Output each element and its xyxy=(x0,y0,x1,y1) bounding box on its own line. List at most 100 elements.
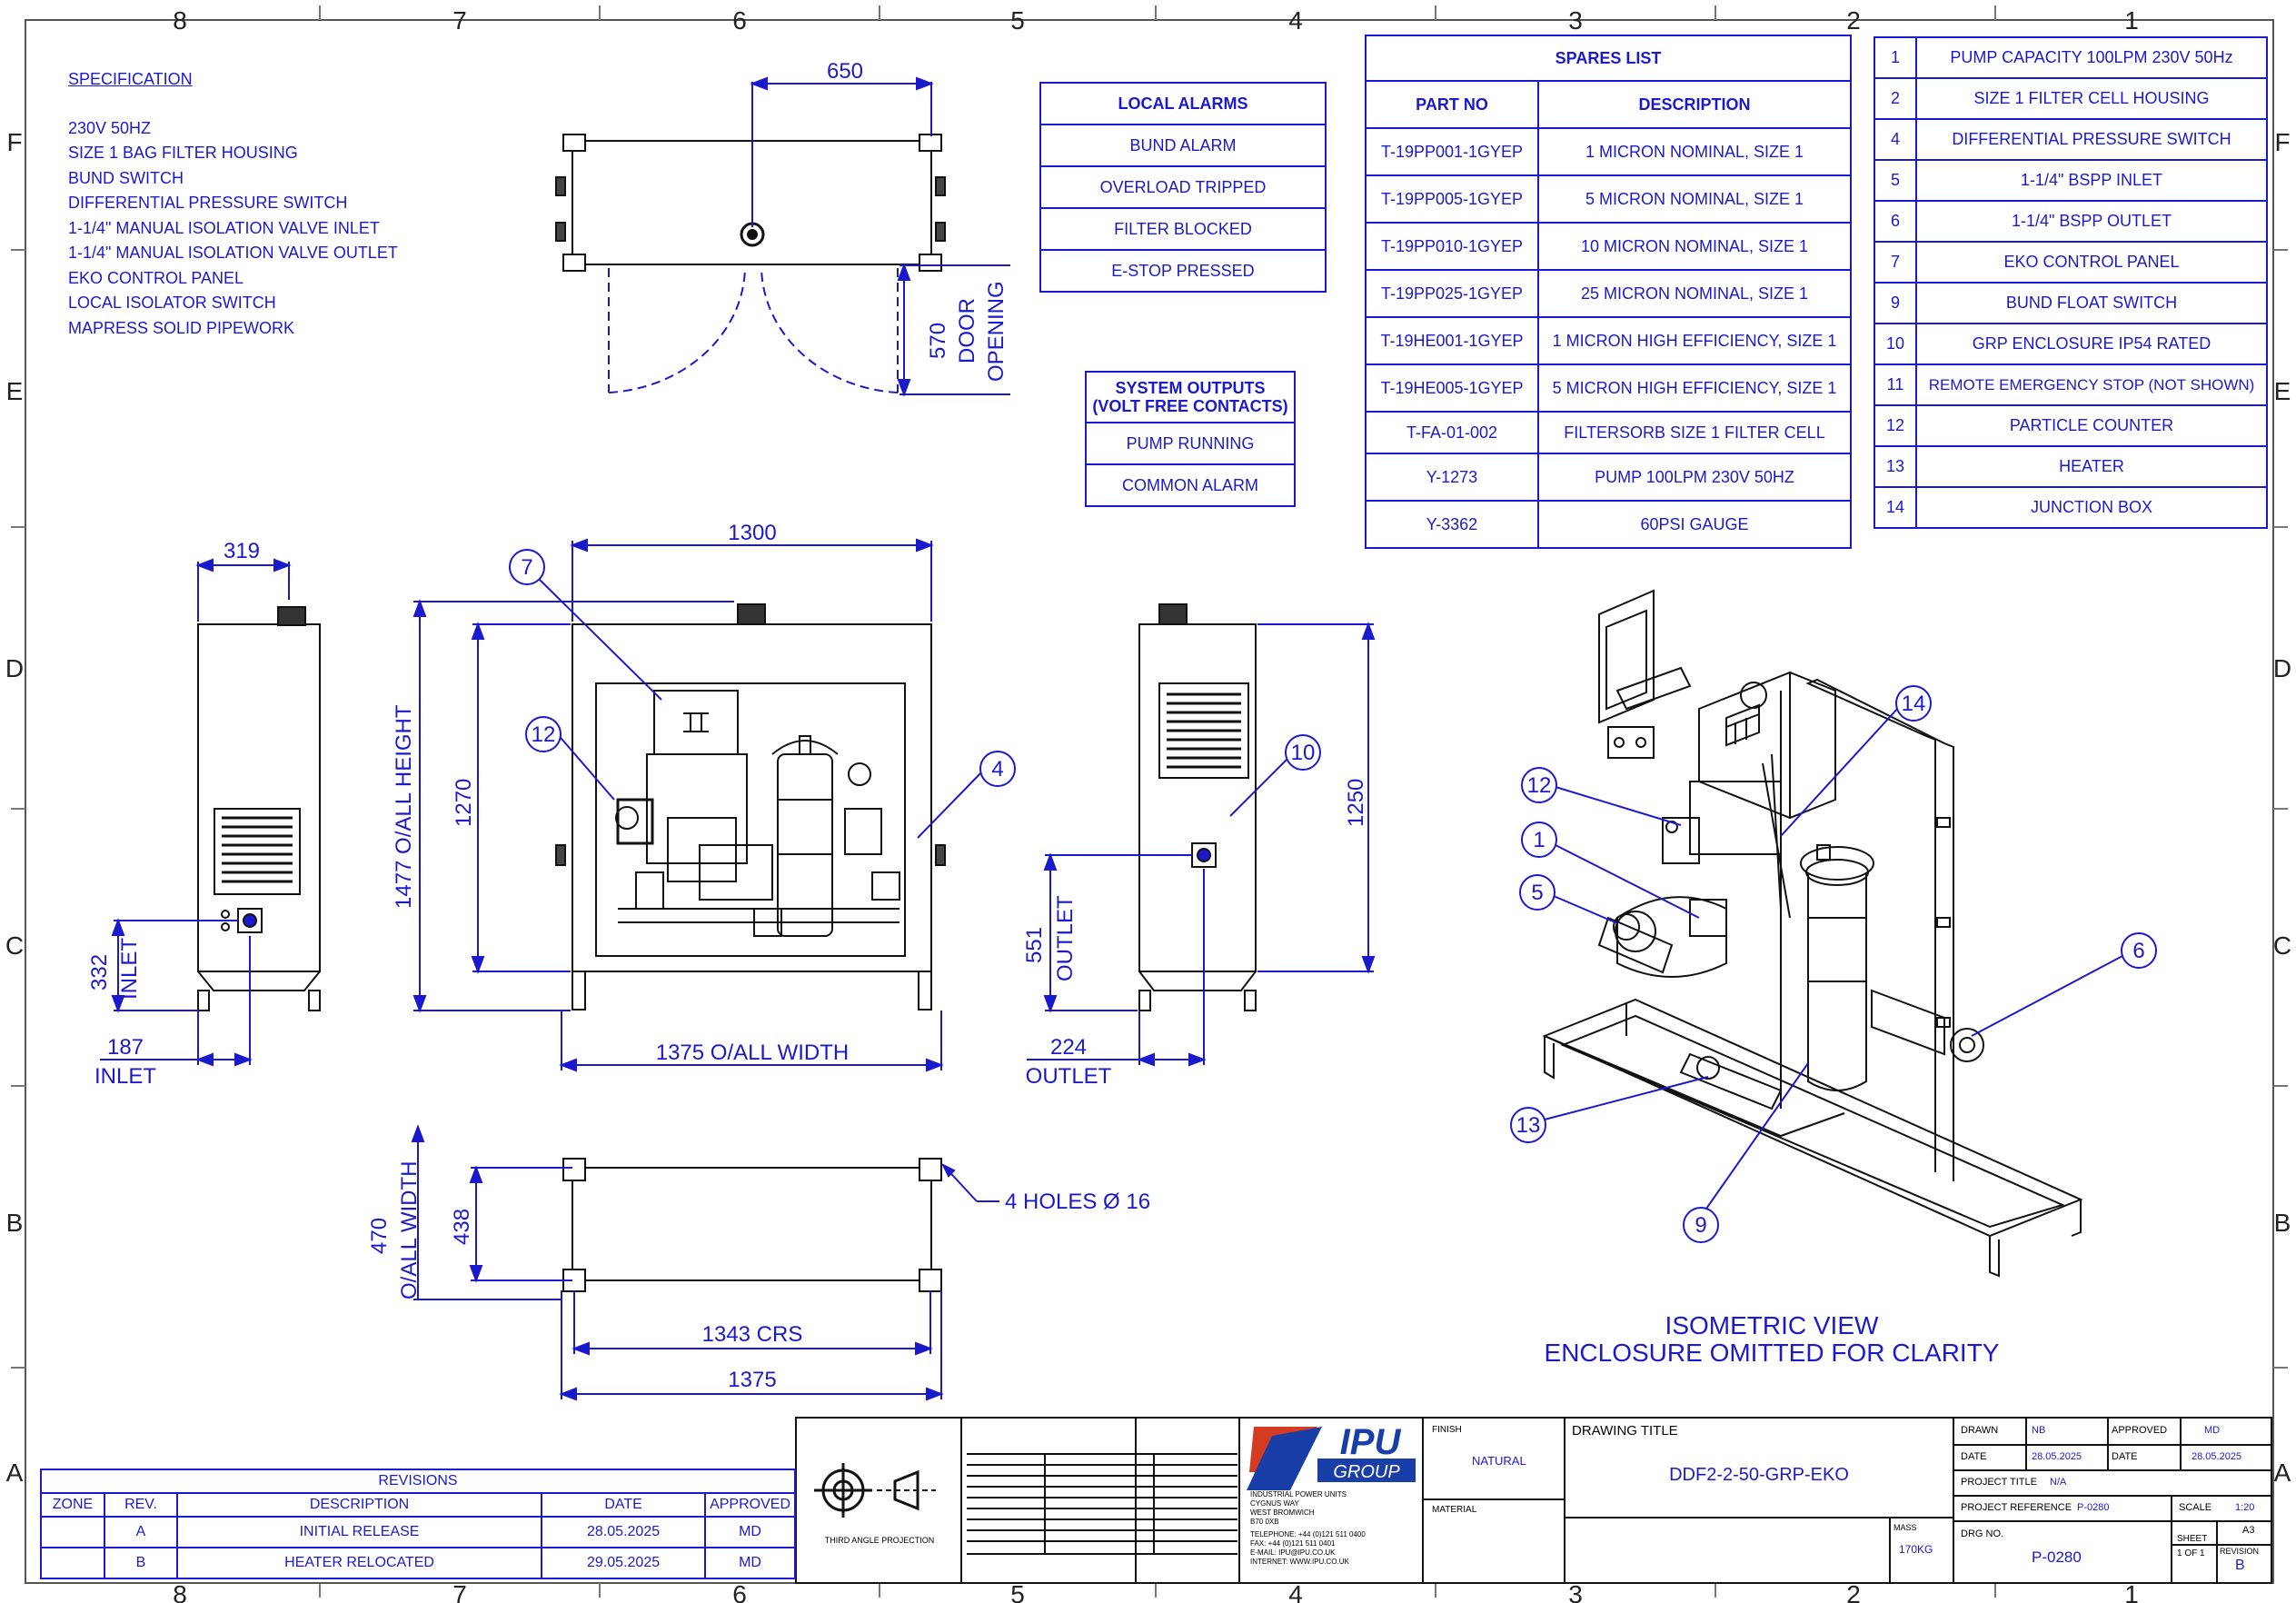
dim-1343 xyxy=(572,1290,933,1356)
system-outputs-table: SYSTEM OUTPUTS (VOLT FREE CONTACTS) PUMP… xyxy=(1085,371,1296,507)
mass-label: MASS xyxy=(1893,1523,1917,1532)
rev-approved: MD xyxy=(704,1547,796,1579)
spare-desc: 10 MICRON NOMINAL, SIZE 1 xyxy=(1537,222,1852,271)
spare-part-no: T-19HE005-1GYEP xyxy=(1365,363,1539,413)
rev-zone xyxy=(40,1547,105,1579)
dim-1375-label: 1375 xyxy=(728,1368,776,1392)
dim-438-label: 438 xyxy=(450,1209,474,1245)
zone-v-label: C xyxy=(2273,931,2291,960)
company-email: E-MAIL: IPU@IPU.CO.UK xyxy=(1250,1548,1336,1557)
dim-332-label: 332 xyxy=(87,954,112,991)
iso-balloon-1: 1 xyxy=(1533,828,1545,852)
part-desc: HEATER xyxy=(1915,445,2268,488)
project-title-value: N/A xyxy=(2050,1477,2067,1488)
rev-approved: MD xyxy=(704,1516,796,1548)
dim-1375 xyxy=(559,1290,944,1401)
dim-1250-label: 1250 xyxy=(1344,779,1368,827)
zone-h-label: 4 xyxy=(1288,1580,1303,1603)
dim-570 xyxy=(897,263,1010,397)
third-angle-projection-icon xyxy=(814,1463,936,1518)
spare-desc: 25 MICRON NOMINAL, SIZE 1 xyxy=(1537,269,1852,318)
project-title-label: PROJECT TITLE xyxy=(1961,1477,2037,1488)
zone-v-label: B xyxy=(2274,1209,2291,1237)
iso-balloon-6: 6 xyxy=(2132,939,2144,963)
part-no: 6 xyxy=(1874,200,1917,243)
drawn-label: DRAWN xyxy=(1961,1425,1999,1436)
zone-ticks xyxy=(11,5,2288,1598)
part-no: 5 xyxy=(1874,159,1917,202)
iso-balloons xyxy=(1510,685,2157,1243)
zone-h-label: 5 xyxy=(1010,6,1025,35)
zone-h-label: 2 xyxy=(1846,1580,1861,1603)
finish-value: NATURAL xyxy=(1472,1454,1526,1468)
dim-470-sub-label: O/ALL WIDTH xyxy=(397,1161,422,1299)
projection-label: THIRD ANGLE PROJECTION xyxy=(824,1536,935,1545)
date-approved: 28.05.2025 xyxy=(2192,1451,2242,1462)
spec-item: 1-1/4" MANUAL ISOLATION VALVE OUTLET xyxy=(68,244,398,262)
alarm-item: FILTER BLOCKED xyxy=(1039,207,1327,251)
part-desc: REMOTE EMERGENCY STOP (NOT SHOWN) xyxy=(1915,363,2268,406)
alarm-item: OVERLOAD TRIPPED xyxy=(1039,165,1327,209)
drg-no-label: DRG NO. xyxy=(1961,1528,2004,1539)
zone-h-label: 4 xyxy=(1288,6,1303,35)
rev-desc: HEATER RELOCATED xyxy=(175,1547,543,1579)
spec-item: MAPRESS SOLID PIPEWORK xyxy=(68,318,295,337)
iso-balloon-9: 9 xyxy=(1695,1213,1706,1238)
company-line: WEST BROMWICH xyxy=(1250,1508,1315,1517)
scale-value: 1:20 xyxy=(2235,1502,2255,1513)
spare-part-no: T-19HE001-1GYEP xyxy=(1365,316,1539,365)
part-no: 4 xyxy=(1874,118,1917,161)
dim-1270-label: 1270 xyxy=(452,779,476,827)
system-outputs-subtitle: (VOLT FREE CONTACTS) xyxy=(1092,397,1288,415)
revisions-title: REVISIONS xyxy=(40,1469,796,1494)
dim-1300-label: 1300 xyxy=(728,521,776,545)
spare-desc: 1 MICRON HIGH EFFICIENCY, SIZE 1 xyxy=(1537,316,1852,365)
rev-col-date: DATE xyxy=(541,1492,707,1518)
date-label: DATE xyxy=(2112,1451,2138,1462)
zone-v-label: A xyxy=(2274,1459,2291,1487)
zone-v-label: E xyxy=(6,377,24,405)
dim-1270 xyxy=(471,622,571,974)
dim-1250 xyxy=(1257,622,1376,974)
system-outputs-title: SYSTEM OUTPUTS xyxy=(1115,379,1266,397)
spec-item: LOCAL ISOLATOR SWITCH xyxy=(68,294,276,312)
iso-balloon-12: 12 xyxy=(1527,773,1552,798)
zone-v-label: A xyxy=(6,1459,24,1487)
spares-col-part: PART NO xyxy=(1365,80,1539,129)
spares-col-desc: DESCRIPTION xyxy=(1537,80,1852,129)
spare-part-no: T-19PP005-1GYEP xyxy=(1365,174,1539,224)
dim-319-label: 319 xyxy=(224,539,260,563)
spec-item: EKO CONTROL PANEL xyxy=(68,268,244,287)
dim-551-label: 551 xyxy=(1022,927,1047,963)
balloon-7: 7 xyxy=(521,555,532,580)
dim-650 xyxy=(750,76,934,227)
drawing-title-label: DRAWING TITLE xyxy=(1572,1423,1678,1439)
part-no: 2 xyxy=(1874,77,1917,120)
iso-caption-2: ENCLOSURE OMITTED FOR CLARITY xyxy=(1545,1339,2000,1367)
rev-col-desc: DESCRIPTION xyxy=(175,1492,543,1518)
base-view xyxy=(562,1158,942,1292)
scale-label: SCALE xyxy=(2179,1502,2212,1513)
local-alarms-title: LOCAL ALARMS xyxy=(1039,82,1327,125)
project-ref-label: PROJECT REFERENCE xyxy=(1961,1502,2072,1513)
dim-470-label: 470 xyxy=(367,1218,392,1254)
dim-1343-label: 1343 CRS xyxy=(702,1322,803,1347)
project-ref-value: P-0280 xyxy=(2077,1502,2110,1513)
dim-570-label: 570 xyxy=(926,323,950,359)
output-item: PUMP RUNNING xyxy=(1085,422,1296,465)
sheet-value: 1 OF 1 xyxy=(2177,1548,2205,1558)
spare-desc: FILTERSORB SIZE 1 FILTER CELL xyxy=(1537,411,1852,454)
rev-col-rev: REV. xyxy=(104,1492,178,1518)
iso-balloon-13: 13 xyxy=(1516,1113,1541,1138)
part-no: 7 xyxy=(1874,241,1917,284)
dim-1375-all xyxy=(559,1011,944,1072)
revision-label: REVISION xyxy=(2220,1547,2260,1556)
dim-438 xyxy=(469,1165,572,1283)
approved-value: MD xyxy=(2204,1425,2221,1436)
company-fax: FAX: +44 (0)121 511 0401 xyxy=(1250,1539,1336,1548)
dim-1300 xyxy=(570,538,934,622)
logo-text-bottom: GROUP xyxy=(1333,1462,1400,1482)
dim-224-label: 224 xyxy=(1050,1035,1087,1060)
dim-1375-all-label: 1375 O/ALL WIDTH xyxy=(656,1040,850,1065)
outlet-vertical-label: OUTLET xyxy=(1053,895,1078,981)
